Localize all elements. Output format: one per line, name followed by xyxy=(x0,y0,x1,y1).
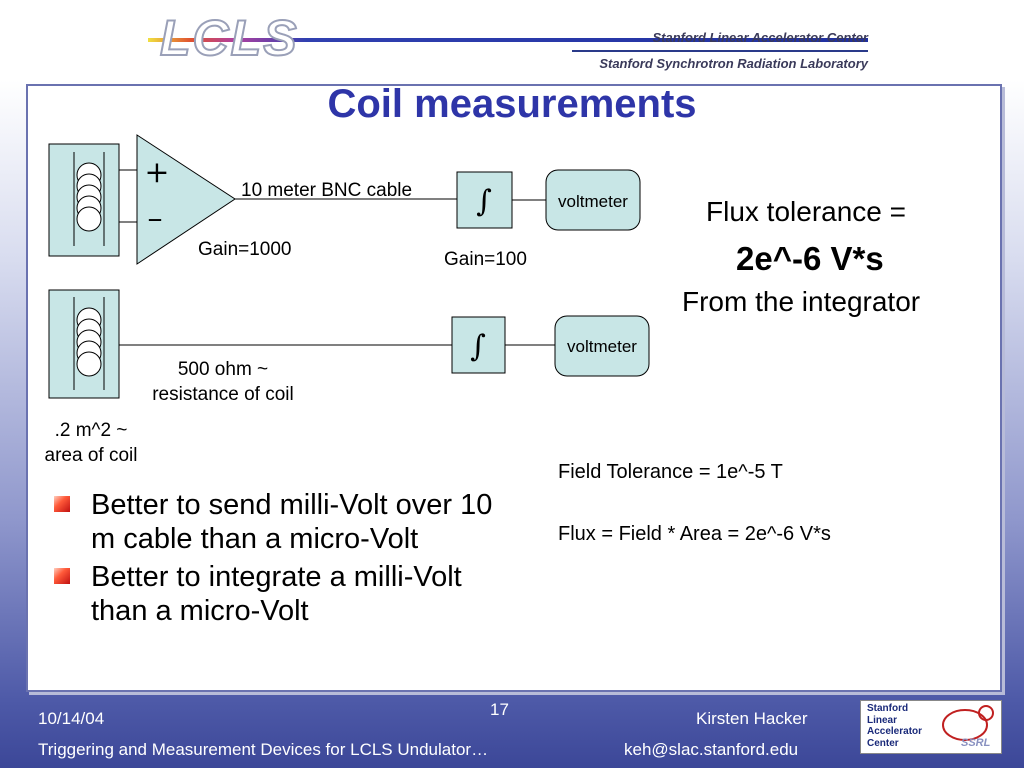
flux-tolerance-value: 2e^-6 V*s xyxy=(736,240,884,277)
cable-label: 10 meter BNC cable xyxy=(241,180,413,201)
footer-author: Kirsten Hacker xyxy=(696,709,808,728)
voltmeter-box-bottom xyxy=(554,315,650,377)
list-item: Better to integrate a milli-Volt than a … xyxy=(54,560,494,628)
lab-name-slac: Stanford Linear Accelerator Center xyxy=(652,30,868,45)
logo-color-bar xyxy=(148,38,868,42)
voltmeter-label-top: voltmeter xyxy=(558,192,628,211)
footer-talk-title: Triggering and Measurement Devices for L… xyxy=(38,740,489,759)
footer-date: 10/14/04 xyxy=(38,709,105,728)
integrator-symbol-top: ∫ xyxy=(476,184,492,219)
slac-line: Linear xyxy=(867,714,898,726)
slac-line: Stanford xyxy=(867,703,909,714)
amp-minus-sign: – xyxy=(148,201,163,236)
square-bullet-icon xyxy=(54,496,70,512)
area-label: .2 m^2 ~ area of coil xyxy=(30,420,152,467)
flux-source-label: From the integrator xyxy=(682,286,921,317)
integrator-gain-label: Gain=100 xyxy=(444,249,527,270)
slac-line: Center xyxy=(867,737,899,749)
ssrl-logo-text: SSRL xyxy=(961,737,991,749)
integrator-symbol-bottom: ∫ xyxy=(470,329,486,364)
integrator-box-top xyxy=(456,171,513,229)
header-band: LCLS Stanford Linear Accelerator Center … xyxy=(0,0,1024,80)
voltmeter-label-bottom: voltmeter xyxy=(567,337,637,356)
voltmeter-box-top xyxy=(545,169,641,231)
bullet-list: Better to send milli-Volt over 10 m cabl… xyxy=(54,488,494,632)
coil-box-top xyxy=(48,143,120,257)
integrator-box-bottom xyxy=(451,316,506,374)
page-title: Coil measurements xyxy=(327,82,697,126)
resistance-label: 500 ohm ~ resistance of coil xyxy=(137,359,309,406)
amplifier-triangle xyxy=(136,134,236,265)
bullet-text: Better to integrate a milli-Volt than a … xyxy=(91,561,462,627)
flux-tolerance-label: Flux tolerance = xyxy=(706,196,906,227)
flux-formula-text: Flux = Field * Area = 2e^-6 V*s xyxy=(558,523,831,545)
coil-box-bottom xyxy=(48,289,120,399)
area-line2: area of coil xyxy=(44,445,138,466)
footer-email: keh@slac.stanford.edu xyxy=(624,740,799,759)
ssrl-ring-icon xyxy=(942,705,994,741)
slac-ssrl-logo: Stanford Linear Accelerator Center SSRL xyxy=(860,700,1002,754)
amp-plus-sign: + xyxy=(144,155,169,190)
bullet-text: Better to send milli-Volt over 10 m cabl… xyxy=(91,489,493,555)
slac-line: Accelerator xyxy=(867,726,923,737)
header-divider xyxy=(572,50,868,52)
page-number: 17 xyxy=(490,700,509,719)
area-line1: .2 m^2 ~ xyxy=(54,420,128,441)
resistance-line2: resistance of coil xyxy=(152,384,294,405)
lab-name-ssrl: Stanford Synchrotron Radiation Laborator… xyxy=(599,56,868,71)
slac-logo-text: Stanford Linear Accelerator Center xyxy=(867,703,922,749)
resistance-line1: 500 ohm ~ xyxy=(177,359,269,380)
field-tolerance-text: Field Tolerance = 1e^-5 T xyxy=(558,461,783,483)
lcls-logo: LCLS xyxy=(159,9,299,67)
amp-gain-label: Gain=1000 xyxy=(198,239,292,260)
list-item: Better to send milli-Volt over 10 m cabl… xyxy=(54,488,494,556)
square-bullet-icon xyxy=(54,568,70,584)
